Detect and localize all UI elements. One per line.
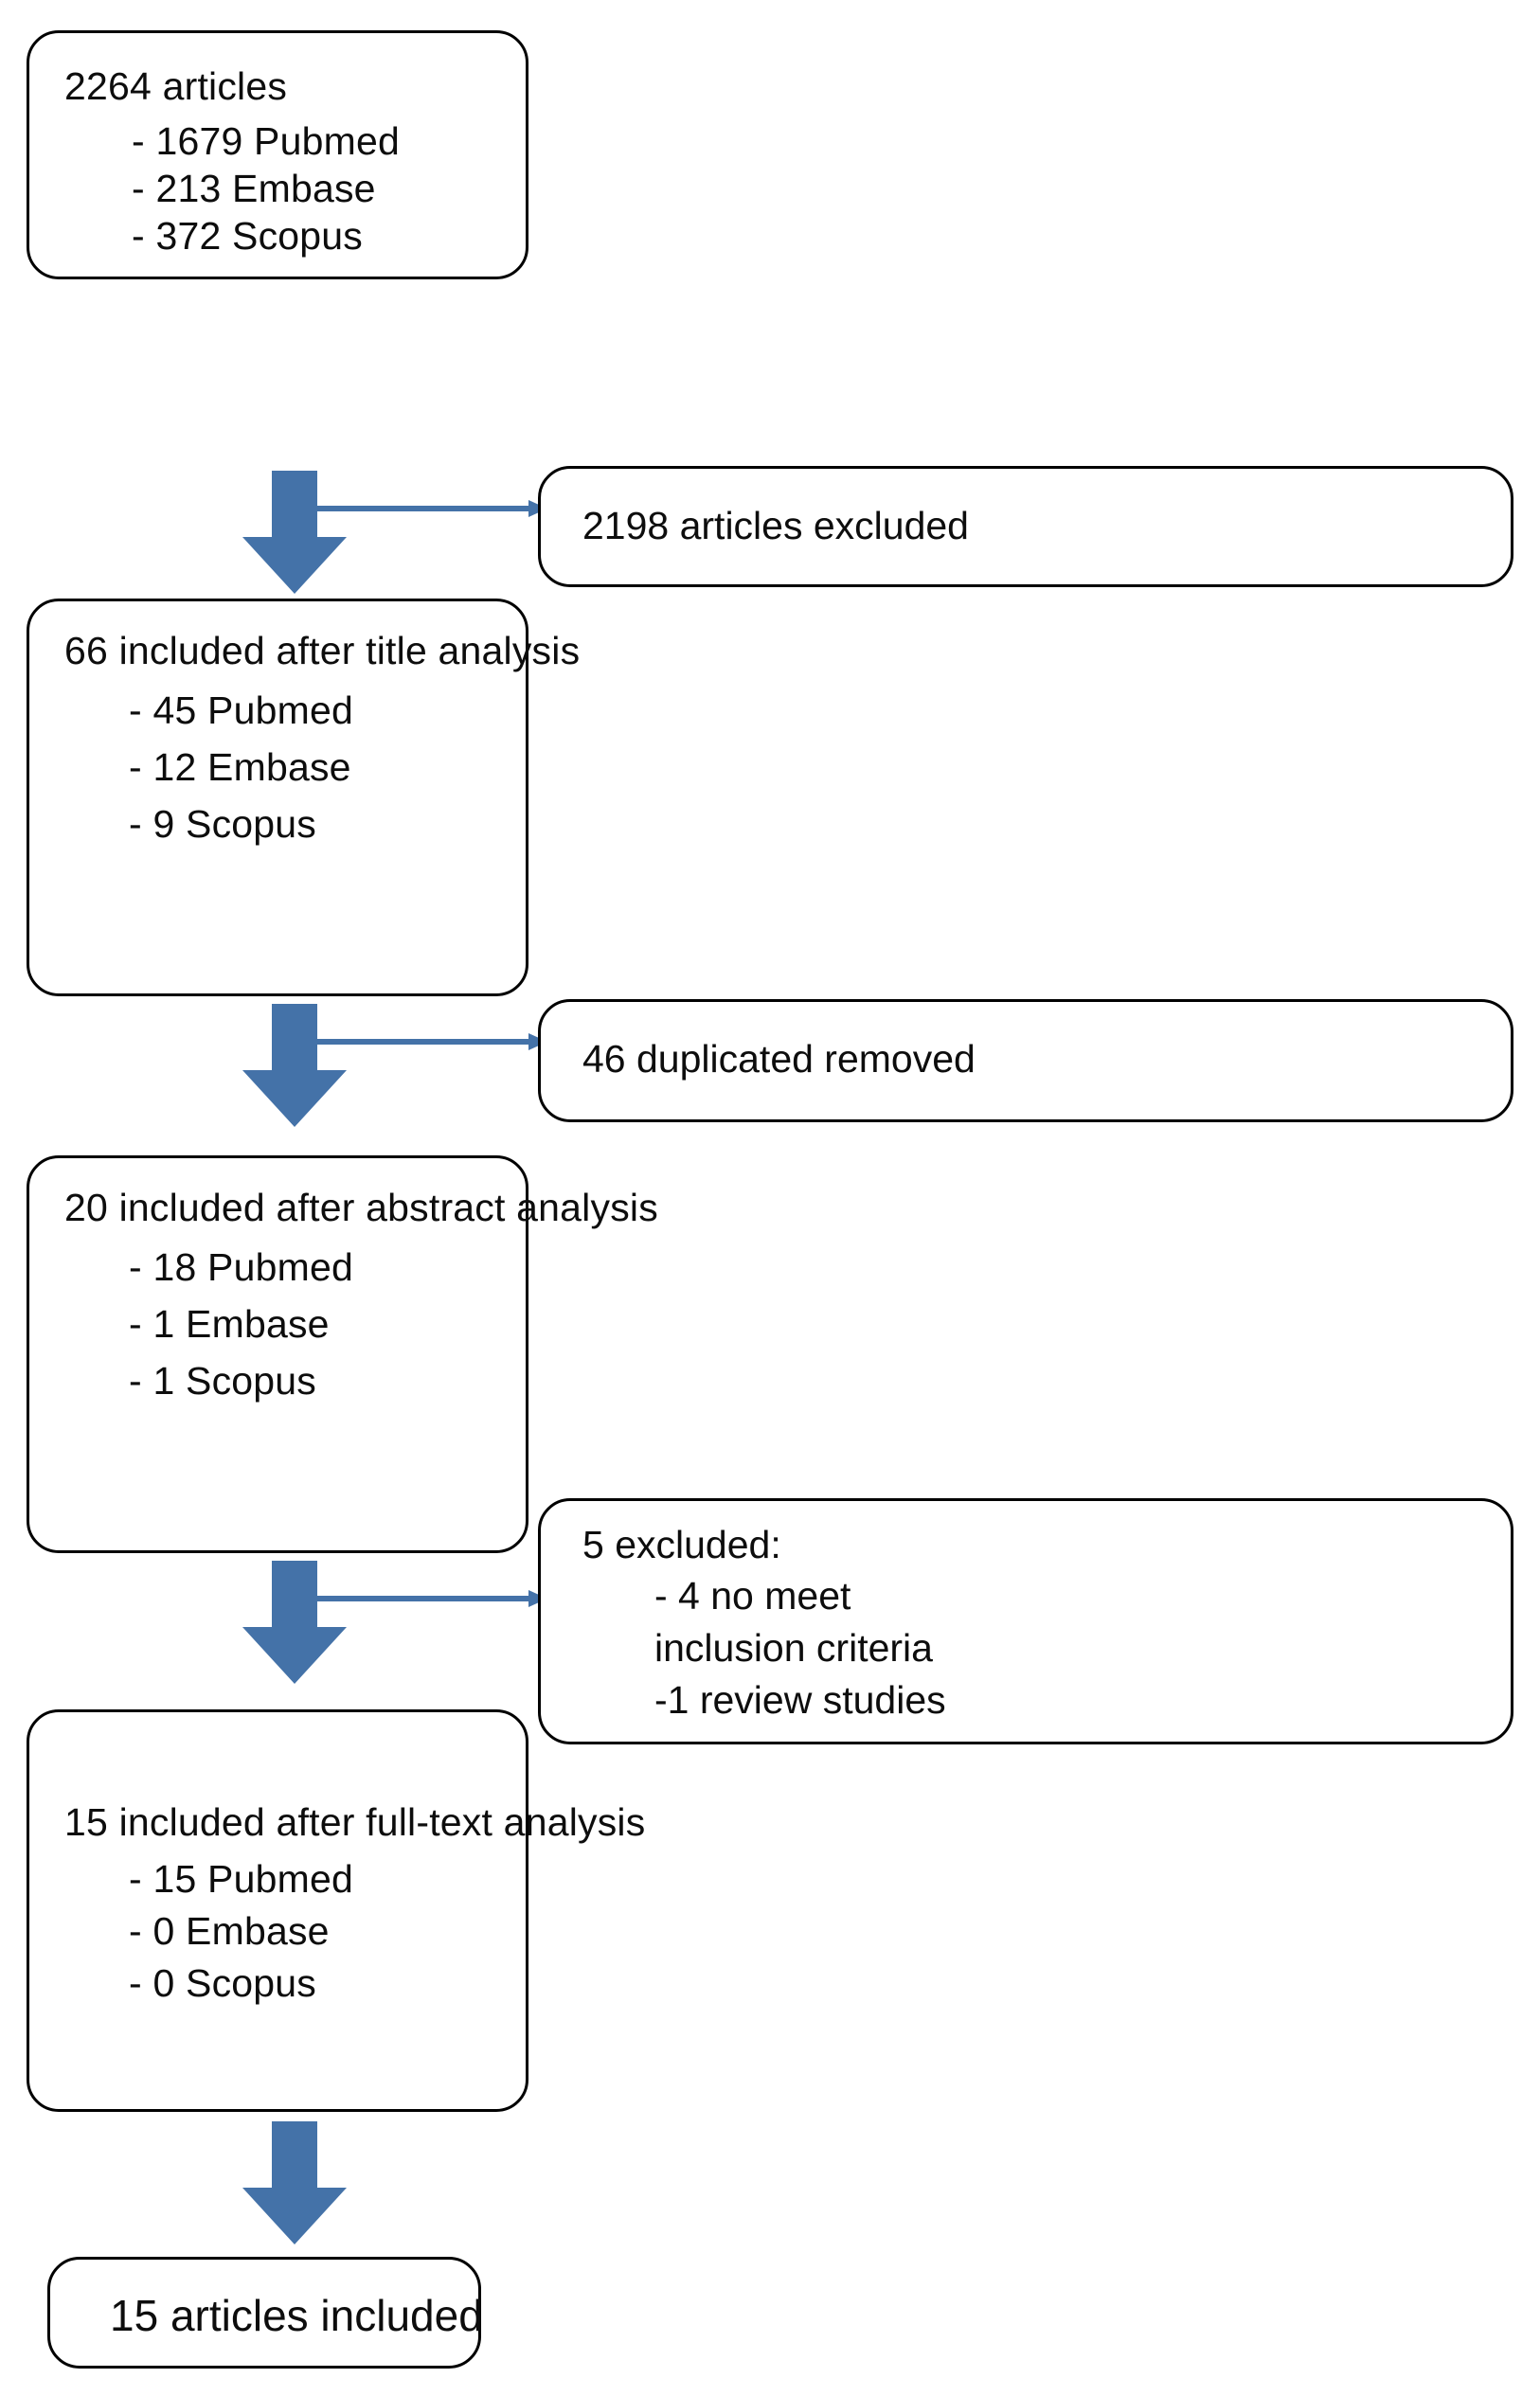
down-arrow-icon [242, 471, 347, 594]
stage-source-line: - 213 Embase [132, 167, 376, 210]
stage-headline: 15 included after full-text analysis [64, 1800, 646, 1844]
stage-source-line: - 0 Scopus [129, 1961, 316, 2005]
stage-source-line: - 1 Scopus [129, 1359, 316, 1403]
exclusion-line: inclusion criteria [654, 1626, 933, 1670]
stage-source-line: - 1679 Pubmed [132, 119, 400, 163]
stage-source-line: - 372 Scopus [132, 214, 363, 258]
stage-headline: 2264 articles [64, 64, 288, 108]
exclusion-line: -1 review studies [654, 1678, 946, 1722]
down-arrow-icon [242, 1004, 347, 1127]
stage-box-abstract-screening[interactable]: 20 included after abstract analysis - 18… [27, 1155, 658, 1553]
right-arrow-icon [294, 497, 547, 520]
exclusion-box-duplicates[interactable]: 46 duplicated removed [538, 999, 1513, 1122]
result-box-final-included[interactable]: 15 articles included [47, 2257, 483, 2369]
right-arrow-icon [294, 1030, 547, 1053]
exclusion-line: 2198 articles excluded [582, 504, 969, 547]
stage-source-line: - 12 Embase [129, 745, 351, 789]
stage-box-fulltext-screening[interactable]: 15 included after full-text analysis - 1… [27, 1709, 645, 2112]
stage-box-identification[interactable]: 2264 articles - 1679 Pubmed - 213 Embase… [27, 30, 528, 279]
stage-headline: 20 included after abstract analysis [64, 1186, 658, 1229]
exclusion-box-titles[interactable]: 2198 articles excluded [538, 466, 1513, 587]
down-arrow-icon [242, 2121, 347, 2244]
stage-source-line: - 1 Embase [129, 1302, 330, 1346]
exclusion-line: 46 duplicated removed [582, 1037, 976, 1081]
exclusion-line: 5 excluded: [582, 1523, 781, 1566]
stage-source-line: - 0 Embase [129, 1909, 330, 1953]
stage-box-title-screening[interactable]: 66 included after title analysis - 45 Pu… [27, 599, 580, 996]
stage-source-line: - 18 Pubmed [129, 1245, 353, 1289]
down-arrow-icon [242, 1561, 347, 1684]
stage-source-line: - 15 Pubmed [129, 1857, 353, 1901]
stage-source-line: - 9 Scopus [129, 802, 316, 846]
stage-headline: 66 included after title analysis [64, 629, 581, 672]
exclusion-box-fulltext[interactable]: 5 excluded: - 4 no meet inclusion criter… [538, 1498, 1513, 1744]
result-label: 15 articles included [110, 2291, 483, 2340]
stage-source-line: - 45 Pubmed [129, 688, 353, 732]
exclusion-line: - 4 no meet [654, 1574, 851, 1618]
right-arrow-icon [294, 1587, 547, 1610]
